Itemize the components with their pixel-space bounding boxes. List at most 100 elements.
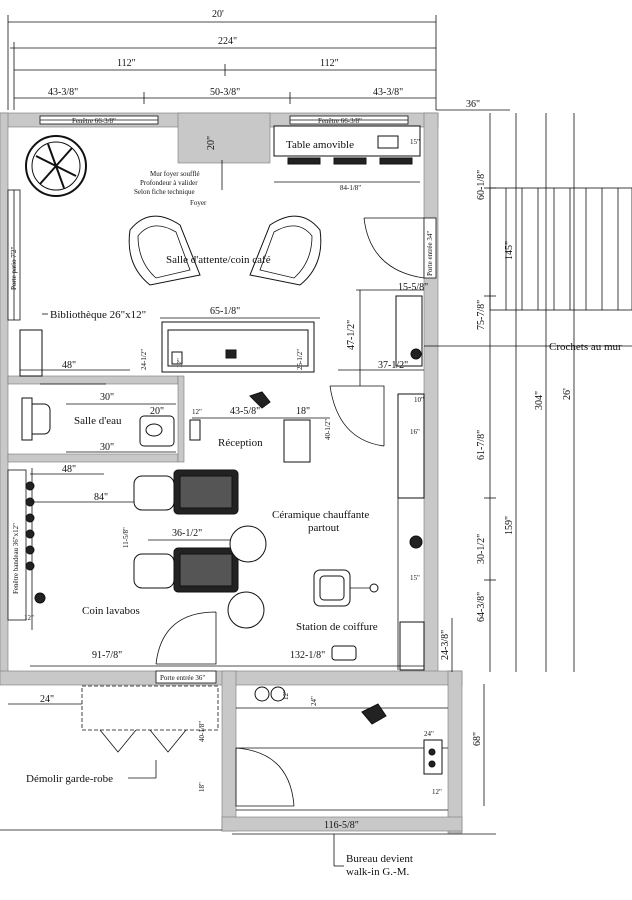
- dim-right-15b: 15": [410, 574, 420, 582]
- dim-right-24: 24-3/8": [440, 630, 451, 660]
- ceramic-label-1: Céramique chauffante: [272, 509, 369, 521]
- entry-door-top-label: Porte entrée 34": [426, 231, 434, 276]
- dim-office-116: 116-5/8": [324, 820, 359, 831]
- office-walk-in: 12" 24" 24" 68" 12" 116-5/8" Bureau devi…: [232, 684, 496, 878]
- fireplace-note: Mur foyer soufflé Profondeur à valider S…: [134, 160, 223, 207]
- dim-fireplace-depth: 20": [206, 136, 217, 150]
- dim-wash-84: 84": [94, 492, 108, 503]
- dim-right-16: 16": [410, 428, 420, 436]
- dim-wash-11: 11-5/8": [122, 527, 130, 548]
- dim-right-159: 159": [504, 516, 515, 535]
- dim-desk-24: 24-1/2": [140, 349, 148, 370]
- dim-office-18: 18": [198, 782, 206, 792]
- dim-desk-25: 25-1/2": [296, 349, 304, 370]
- dim-rec-40: 40-1/2": [324, 419, 332, 440]
- reception-label: Réception: [218, 437, 263, 449]
- staircase: [489, 187, 632, 311]
- dim-right-145: 145": [504, 241, 515, 260]
- patio-door-label: Porte patio 7'2": [10, 246, 18, 290]
- dim-bath-20: 20": [150, 406, 164, 417]
- fireplace-note-1: Mur foyer soufflé: [150, 170, 200, 178]
- styling-label: Station de coiffure: [296, 621, 378, 633]
- waiting-chairs: Salle d'attente/coin café: [128, 215, 322, 286]
- dim-top-left: 43-3/8": [48, 87, 78, 98]
- dim-right-26ft: 26': [562, 388, 573, 400]
- dim-desk-width: 65-1/8": [210, 306, 240, 317]
- office-label-1: Bureau devient: [346, 853, 413, 865]
- dim-bath-30a: 30": [100, 392, 114, 403]
- top-windows: Fenêtre 66-3/8" Fenêtre 66-3/8": [39, 115, 409, 125]
- dim-right-15: 15-5/8": [398, 282, 428, 293]
- dim-right-61: 61-7/8": [476, 430, 487, 460]
- bottom-dimensions: 91-7/8" 132-1/8" 24": [0, 650, 424, 831]
- demolish-label: Démolir garde-robe: [26, 773, 113, 785]
- dim-right-60: 60-1/8": [476, 170, 487, 200]
- entry-door-top: Porte entrée 34": [363, 217, 437, 279]
- dim-right-37: 37-1/2": [378, 360, 408, 371]
- dim-top-mid: 50-3/8": [210, 87, 240, 98]
- table-label: Table amovible: [286, 139, 354, 151]
- fireplace-note-4: Foyer: [190, 199, 207, 207]
- dim-right-304: 304": [534, 391, 545, 410]
- entry-door-bottom-label: Porte entrée 36": [160, 674, 205, 682]
- dim-wash-36: 36-1/2": [172, 528, 202, 539]
- dim-top-right: 43-3/8": [373, 87, 403, 98]
- dim-office-68: 68": [472, 732, 483, 746]
- dim-window-small: 15": [410, 138, 420, 146]
- waiting-area-label: Salle d'attente/coin café: [166, 254, 271, 266]
- dim-table-width: 84-1/8": [340, 184, 361, 192]
- dim-lib-48: 48": [62, 360, 76, 371]
- bathroom-label: Salle d'eau: [74, 415, 122, 427]
- dim-total-width-in: 224": [218, 36, 237, 47]
- coat-hooks: 15-5/8" 47-1/2" 37-1/2" Crochets au mur: [338, 282, 632, 386]
- fireplace-note-2: Profondeur à valider: [140, 179, 198, 187]
- dim-bottom-24: 24": [40, 694, 54, 705]
- dim-half-right: 112": [320, 58, 339, 69]
- dim-wash-48: 48": [62, 464, 76, 475]
- office-label-2: walk-in G.-M.: [346, 866, 409, 878]
- top-dimensions: 20' 224" 112" 112" 43-3/8" 50-3/8" 43-3/…: [7, 9, 510, 111]
- reception-desk: 65-1/8" 24-1/2" 25-1/2" 12": [140, 306, 320, 373]
- fireplace-wall: [177, 112, 271, 164]
- removable-table: Table amovible 15" 84-1/8": [273, 125, 421, 192]
- dim-right-30: 30-1/2": [476, 534, 487, 564]
- dim-rec-43: 43-5/8": [230, 406, 260, 417]
- patio-door: Porte patio 7'2": [7, 189, 21, 321]
- wash-area: Fenêtre bandeau 36"x12" 12" 48" 84" 11-5…: [7, 464, 267, 630]
- dim-right-75: 75-7/8": [476, 300, 487, 330]
- round-rug: [25, 135, 87, 197]
- right-dimensions: 60-1/8" 75-7/8" 145" 304" 26' 61-7/8" 30…: [440, 113, 575, 672]
- dim-desk-12: 12": [176, 358, 184, 368]
- demolish-closet: Démolir garde-robe 40-1/8" 18": [26, 685, 219, 792]
- hooks-label: Crochets au mur: [549, 341, 622, 353]
- wash-area-label: Coin lavabos: [82, 605, 140, 617]
- dim-rec-12: 12": [192, 408, 202, 416]
- dim-bath-30b: 30": [100, 442, 114, 453]
- dim-office-40: 40-1/8": [198, 721, 206, 742]
- dim-office-24b: 24": [424, 730, 434, 738]
- fireplace-note-3: Selon fiche technique: [134, 188, 195, 196]
- dim-office-24: 24": [310, 696, 318, 706]
- entry-door-bottom: Porte entrée 36": [155, 611, 217, 684]
- ceramic-label-2: partout: [308, 522, 339, 534]
- reception-area: 12" 43-5/8" 18" Réception 40-1/2" 10" 16…: [189, 385, 425, 499]
- dim-bottom-132: 132-1/8": [290, 650, 325, 661]
- library: Bibliothèque 26"x12" 48": [19, 309, 146, 377]
- dim-office-12b: 12": [432, 788, 442, 796]
- dim-right-47: 47-1/2": [346, 320, 357, 350]
- dim-total-width-ft: 20': [212, 9, 224, 20]
- dim-rec-18: 18": [296, 406, 310, 417]
- window-right-label: Fenêtre 66-3/8": [318, 117, 362, 125]
- dim-half-left: 112": [117, 58, 136, 69]
- dim-wash-12: 12": [24, 614, 34, 622]
- styling-station: Station de coiffure 15": [296, 498, 425, 671]
- dim-right-10: 10": [414, 396, 424, 404]
- library-label: Bibliothèque 26"x12": [50, 309, 146, 321]
- window-left-label: Fenêtre 66-3/8": [72, 117, 116, 125]
- dim-right-top: 36": [466, 99, 480, 110]
- dim-right-64: 64-3/8": [476, 592, 487, 622]
- dim-bottom-91: 91-7/8": [92, 650, 122, 661]
- dim-office-12: 12": [282, 690, 290, 700]
- transom-label: Fenêtre bandeau 36"x12": [12, 523, 20, 594]
